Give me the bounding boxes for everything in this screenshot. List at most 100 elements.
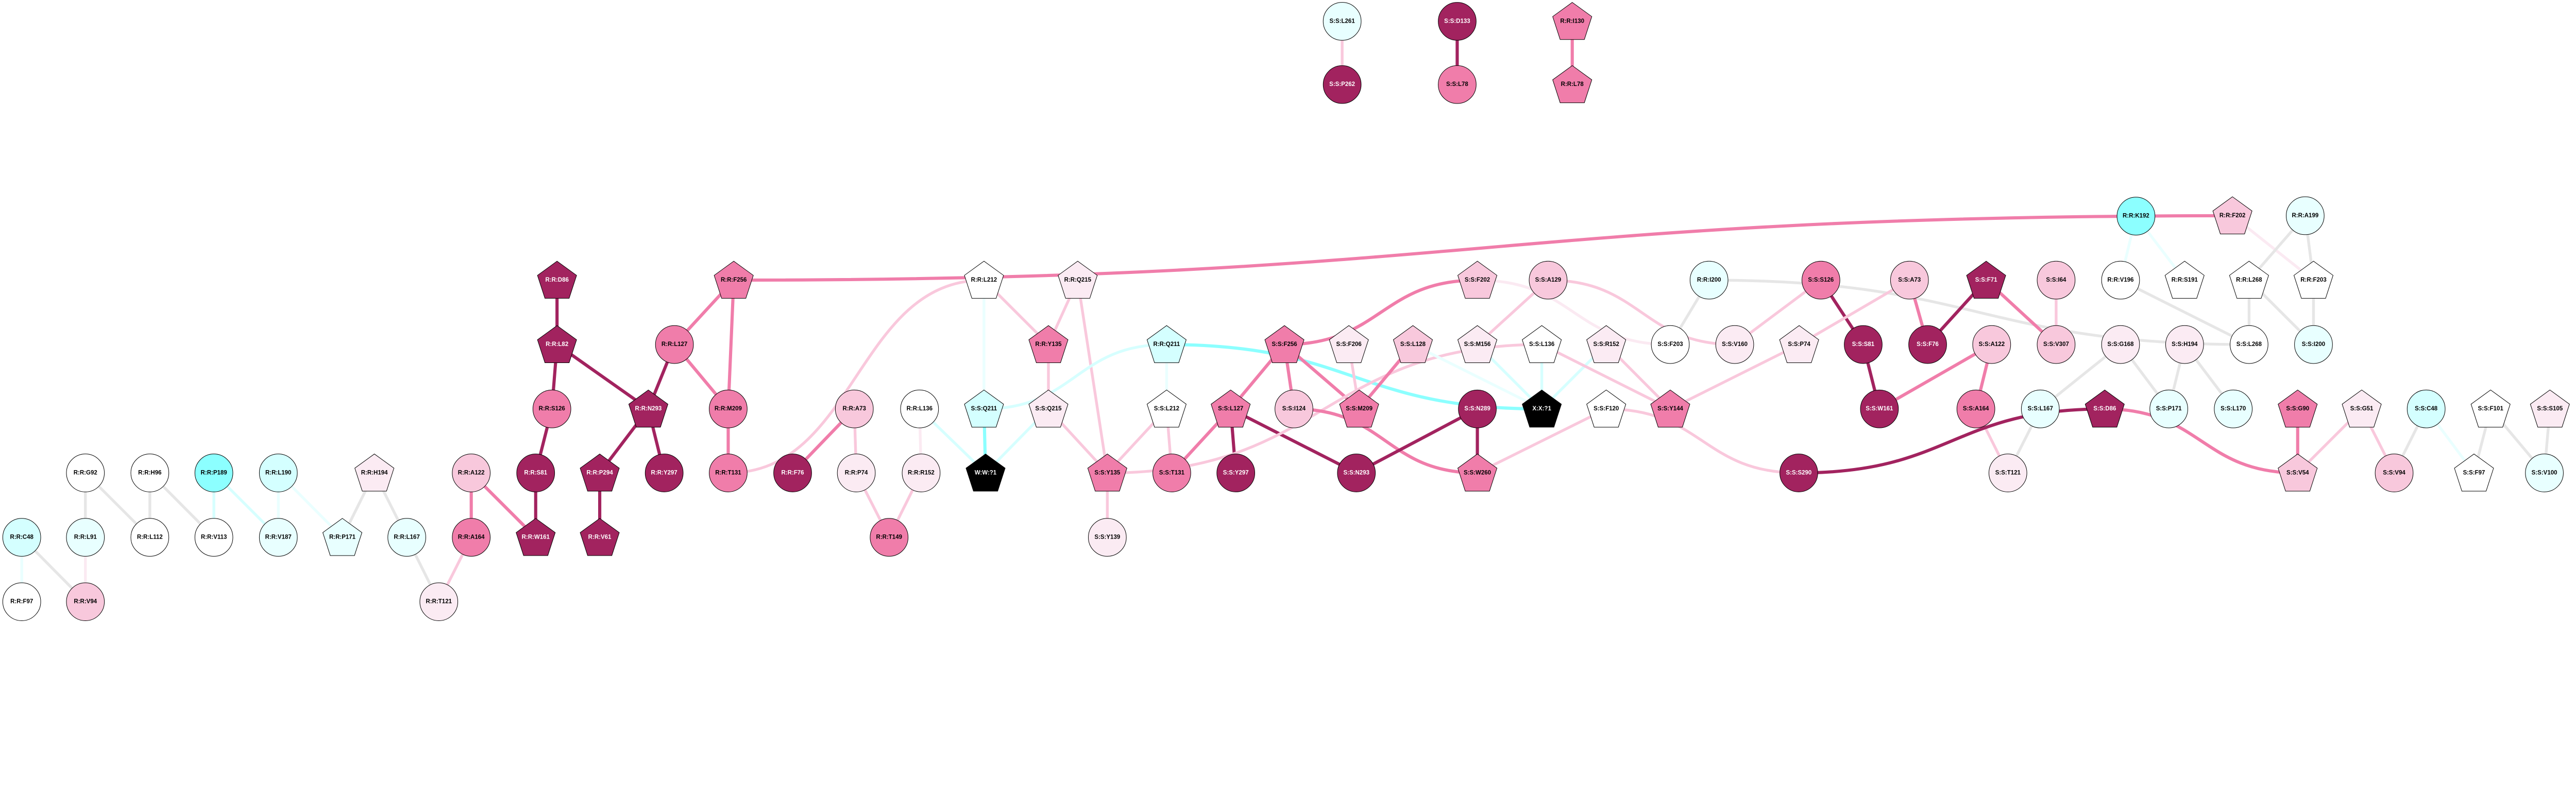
node-r-r-f203[interactable]: R:R:F203 bbox=[2293, 261, 2334, 299]
node-r-r-a199[interactable]: R:R:A199 bbox=[2286, 196, 2325, 235]
pentagon-node-shape[interactable] bbox=[965, 454, 1006, 492]
circle-node-shape[interactable] bbox=[1715, 325, 1754, 364]
circle-node-shape[interactable] bbox=[452, 454, 491, 492]
node-s-s-v100[interactable]: S:S:V100 bbox=[2525, 454, 2564, 492]
circle-node-shape[interactable] bbox=[1651, 325, 1690, 364]
node-s-s-h194[interactable]: S:S:H194 bbox=[2165, 325, 2204, 364]
circle-node-shape[interactable] bbox=[259, 454, 298, 492]
circle-node-shape[interactable] bbox=[1529, 261, 1568, 300]
circle-node-shape[interactable] bbox=[2021, 389, 2060, 428]
circle-node-shape[interactable] bbox=[452, 518, 491, 557]
circle-node-shape[interactable] bbox=[1088, 518, 1127, 557]
node-s-s-i124[interactable]: S:S:I124 bbox=[1275, 389, 1313, 428]
node-s-s-c48[interactable]: S:S:C48 bbox=[2406, 389, 2446, 428]
circle-node-shape[interactable] bbox=[2116, 197, 2156, 236]
node-r-r-f76[interactable]: R:R:F76 bbox=[773, 454, 812, 492]
circle-node-shape[interactable] bbox=[773, 454, 812, 492]
circle-node-shape[interactable] bbox=[709, 389, 748, 428]
node-s-s-g90[interactable]: S:S:G90 bbox=[2278, 389, 2318, 428]
node-r-r-q215[interactable]: R:R:Q215 bbox=[1058, 261, 1098, 299]
node-s-s-f206[interactable]: S:S:F206 bbox=[1329, 325, 1369, 363]
node-s-s-v307[interactable]: S:S:V307 bbox=[2037, 325, 2076, 364]
node-r-r-m209[interactable]: R:R:M209 bbox=[709, 389, 748, 428]
circle-node-shape[interactable] bbox=[1802, 261, 1840, 300]
node-r-r-a73[interactable]: R:R:A73 bbox=[835, 389, 874, 428]
pentagon-node-shape[interactable] bbox=[2530, 389, 2570, 428]
node-r-r-f256[interactable]: R:R:F256 bbox=[714, 261, 754, 299]
circle-node-shape[interactable] bbox=[66, 518, 105, 557]
circle-node-shape[interactable] bbox=[2375, 454, 2414, 492]
circle-node-shape[interactable] bbox=[1275, 389, 1313, 428]
node-s-s-p171[interactable]: S:S:P171 bbox=[2149, 389, 2188, 428]
pentagon-node-shape[interactable] bbox=[1146, 389, 1187, 428]
node-s-s-a129[interactable]: S:S:A129 bbox=[1529, 261, 1568, 300]
pentagon-node-shape[interactable] bbox=[580, 454, 620, 492]
circle-node-shape[interactable] bbox=[194, 454, 233, 492]
circle-node-shape[interactable] bbox=[2230, 325, 2268, 364]
pentagon-node-shape[interactable] bbox=[2278, 454, 2318, 492]
node-s-s-s290[interactable]: S:S:S290 bbox=[1780, 454, 1818, 492]
pentagon-node-shape[interactable] bbox=[516, 518, 556, 556]
circle-node-shape[interactable] bbox=[2406, 389, 2446, 428]
node-r-r-s126[interactable]: R:R:S126 bbox=[532, 389, 571, 428]
node-r-r-l167[interactable]: R:R:L167 bbox=[387, 518, 426, 557]
node-r-r-t131[interactable]: R:R:T131 bbox=[709, 454, 748, 492]
node-s-s-f97[interactable]: S:S:F97 bbox=[2454, 454, 2494, 492]
pentagon-node-shape[interactable] bbox=[1779, 325, 1819, 363]
node-s-s-a122[interactable]: S:S:A122 bbox=[1972, 325, 2011, 364]
node-s-s-f203[interactable]: S:S:F203 bbox=[1651, 325, 1690, 364]
circle-node-shape[interactable] bbox=[1956, 389, 1995, 428]
circle-node-shape[interactable] bbox=[1458, 389, 1497, 428]
circle-node-shape[interactable] bbox=[2037, 325, 2076, 364]
node-s-s-n293[interactable]: S:S:N293 bbox=[1337, 454, 1376, 492]
circle-node-shape[interactable] bbox=[2, 518, 41, 557]
node-s-s-f202[interactable]: S:S:F202 bbox=[1457, 261, 1498, 299]
pentagon-node-shape[interactable] bbox=[322, 518, 363, 556]
circle-node-shape[interactable] bbox=[2525, 454, 2564, 492]
pentagon-node-shape[interactable] bbox=[1552, 65, 1592, 103]
node-r-r-r152[interactable]: R:R:R152 bbox=[902, 454, 941, 492]
node-r-r-t149[interactable]: R:R:T149 bbox=[870, 518, 909, 557]
pentagon-node-shape[interactable] bbox=[2342, 389, 2382, 428]
node-r-r-a164[interactable]: R:R:A164 bbox=[452, 518, 491, 557]
pentagon-node-shape[interactable] bbox=[354, 454, 395, 492]
circle-node-shape[interactable] bbox=[2165, 325, 2204, 364]
pentagon-node-shape[interactable] bbox=[1087, 454, 1127, 492]
circle-node-shape[interactable] bbox=[130, 518, 170, 557]
node-s-s-i64[interactable]: S:S:I64 bbox=[2037, 261, 2076, 300]
node-r-r-v113[interactable]: R:R:V113 bbox=[194, 518, 233, 557]
circle-node-shape[interactable] bbox=[2101, 261, 2140, 300]
pentagon-node-shape[interactable] bbox=[1329, 325, 1369, 363]
node-s-s-p262[interactable]: S:S:P262 bbox=[1323, 65, 1362, 104]
node-r-r-l212[interactable]: R:R:L212 bbox=[964, 261, 1004, 299]
circle-node-shape[interactable] bbox=[1988, 454, 2027, 492]
circle-node-shape[interactable] bbox=[1323, 65, 1362, 104]
node-r-r-l268[interactable]: R:R:L268 bbox=[2229, 261, 2269, 299]
node-r-r-f97[interactable]: R:R:F97 bbox=[2, 582, 41, 621]
circle-node-shape[interactable] bbox=[130, 454, 170, 492]
node-s-s-y139[interactable]: S:S:Y139 bbox=[1088, 518, 1127, 557]
node-s-s-l268[interactable]: S:S:L268 bbox=[2230, 325, 2268, 364]
node-r-r-i200[interactable]: R:R:I200 bbox=[1689, 261, 1728, 300]
pentagon-node-shape[interactable] bbox=[1264, 325, 1304, 363]
node-r-r-c48[interactable]: R:R:C48 bbox=[2, 518, 41, 557]
node-s-s-l78[interactable]: S:S:L78 bbox=[1438, 65, 1477, 104]
circle-node-shape[interactable] bbox=[2149, 389, 2188, 428]
circle-node-shape[interactable] bbox=[870, 518, 909, 557]
pentagon-node-shape[interactable] bbox=[964, 389, 1004, 428]
node-s-s-l127[interactable]: S:S:L127 bbox=[1211, 389, 1251, 428]
circle-node-shape[interactable] bbox=[1153, 454, 1191, 492]
pentagon-node-shape[interactable] bbox=[2229, 261, 2269, 299]
pentagon-node-shape[interactable] bbox=[2164, 261, 2205, 299]
node-r-r-q211[interactable]: R:R:Q211 bbox=[1146, 325, 1187, 363]
node-r-r-l190[interactable]: R:R:L190 bbox=[259, 454, 298, 492]
node-r-r-l112[interactable]: R:R:L112 bbox=[130, 518, 170, 557]
pentagon-node-shape[interactable] bbox=[2084, 389, 2125, 428]
circle-node-shape[interactable] bbox=[1438, 2, 1477, 41]
pentagon-node-shape[interactable] bbox=[2293, 261, 2334, 299]
node-s-s-s126[interactable]: S:S:S126 bbox=[1802, 261, 1840, 300]
node-s-s-n289[interactable]: S:S:N289 bbox=[1458, 389, 1497, 428]
pentagon-node-shape[interactable] bbox=[537, 261, 577, 299]
pentagon-node-shape[interactable] bbox=[1028, 325, 1069, 363]
node-s-s-f101[interactable]: S:S:F101 bbox=[2470, 389, 2511, 428]
